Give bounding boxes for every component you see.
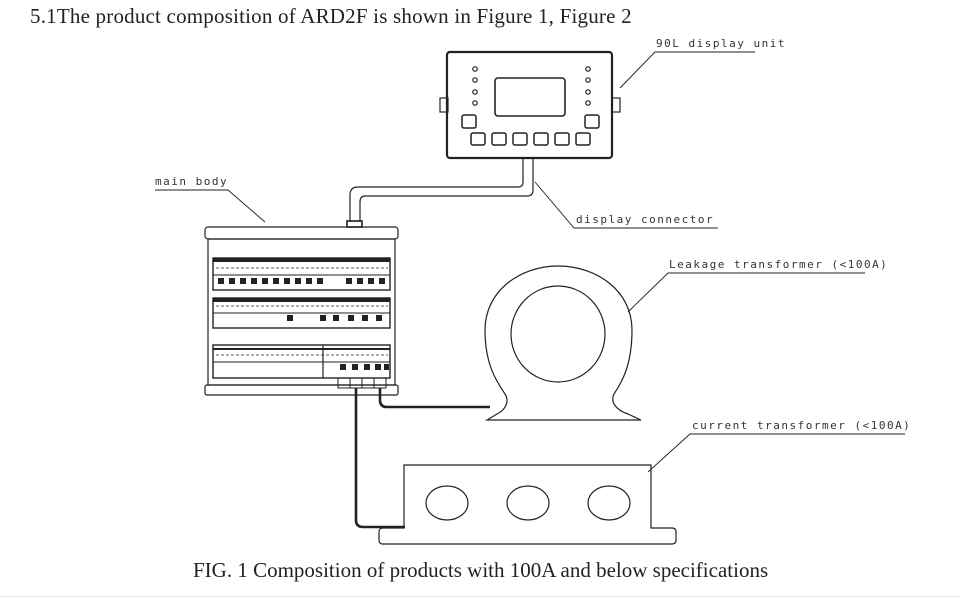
leakage-transformer-opening <box>510 285 606 383</box>
led-indicator <box>472 100 478 106</box>
leakage-transformer <box>484 265 642 421</box>
leader-display-connector <box>534 181 718 229</box>
led-indicator <box>472 89 478 95</box>
ct-opening-3 <box>587 485 631 521</box>
led-indicator <box>585 100 591 106</box>
page-divider <box>0 596 960 597</box>
main-body <box>204 226 399 396</box>
led-indicator <box>585 89 591 95</box>
main-body-bottom-cover <box>204 384 399 396</box>
display-bottom-buttons <box>470 132 591 146</box>
display-unit <box>439 50 621 160</box>
label-display-unit: 90L display unit <box>656 37 786 50</box>
display-button <box>512 132 528 146</box>
leader-display-unit <box>619 51 755 89</box>
led-indicator <box>472 77 478 83</box>
terminal-block-row-2 <box>212 297 391 329</box>
left-indicator-leds <box>472 66 478 106</box>
ct-opening-2 <box>506 485 550 521</box>
led-indicator <box>585 66 591 72</box>
leader-lines <box>155 51 905 473</box>
leader-main-body <box>155 189 266 223</box>
display-left-clip <box>439 97 449 113</box>
figure-caption: FIG. 1 Composition of products with 100A… <box>193 558 769 582</box>
leader-leakage-transformer <box>627 272 865 313</box>
display-button <box>470 132 486 146</box>
current-transformer <box>378 464 677 545</box>
label-main-body: main body <box>155 175 229 188</box>
main-body-top-cover <box>204 226 399 240</box>
leakage-transformer-cable <box>378 388 490 409</box>
display-right-button <box>584 114 600 129</box>
display-button <box>533 132 549 146</box>
label-display-connector: display connector <box>576 213 715 226</box>
leader-current-transformer <box>647 433 905 473</box>
ct-opening-1 <box>425 485 469 521</box>
display-button <box>575 132 591 146</box>
label-current-transformer: current transformer (<100A) <box>692 419 912 432</box>
terminal-block-row-3 <box>212 344 391 379</box>
led-indicator <box>472 66 478 72</box>
terminal-block-row-1 <box>212 257 391 291</box>
display-button <box>491 132 507 146</box>
current-transformer-cable <box>354 388 405 529</box>
led-indicator <box>585 77 591 83</box>
section-heading: 5.1The product composition of ARD2F is s… <box>30 4 632 28</box>
display-screen <box>494 77 566 117</box>
display-right-clip <box>611 97 621 113</box>
label-leakage-transformer: Leakage transformer (<100A) <box>669 258 889 271</box>
display-left-button <box>461 114 477 129</box>
right-indicator-leds <box>585 66 591 106</box>
display-connector-cable <box>346 158 534 228</box>
display-button <box>554 132 570 146</box>
